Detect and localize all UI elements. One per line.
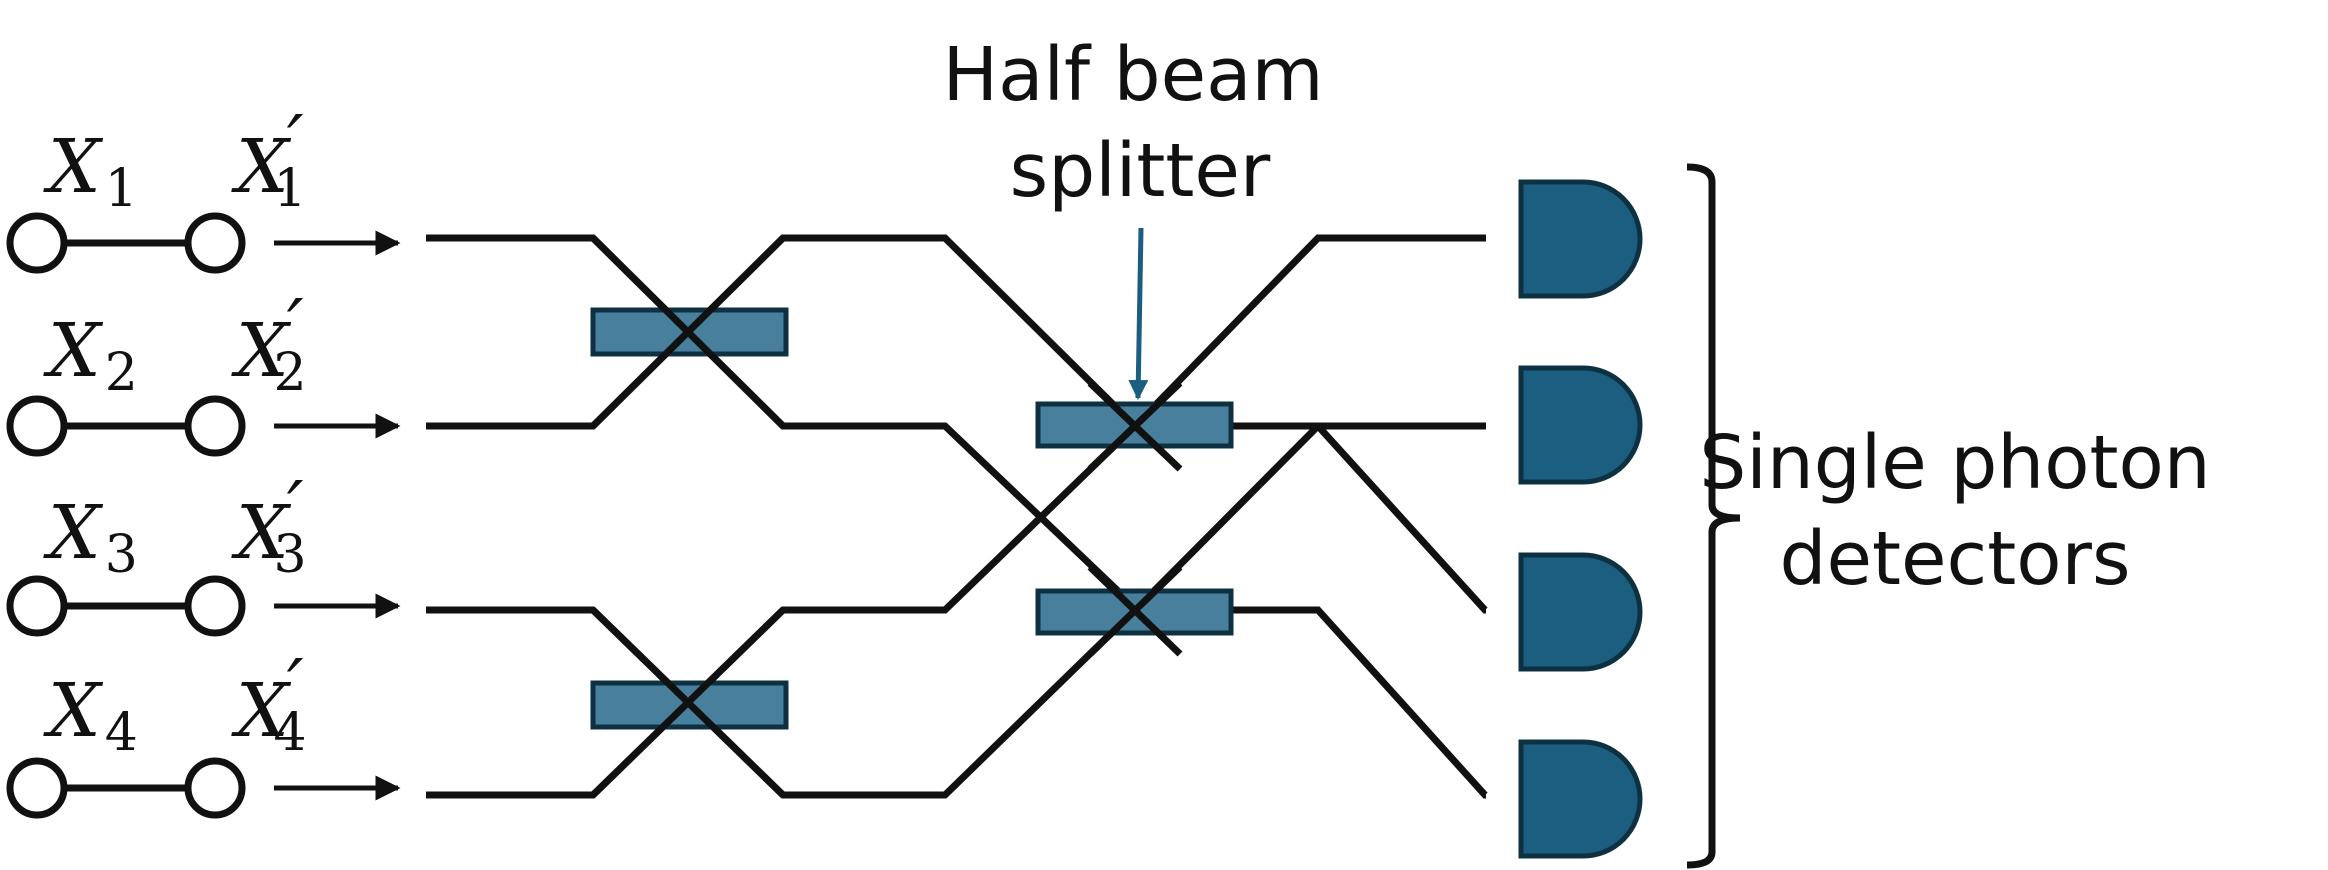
input-row-2: X2 X′2 <box>6 284 401 457</box>
crossing-line <box>590 607 786 798</box>
input-node <box>6 395 68 457</box>
beam-splitter-annotation: Half beam splitter <box>942 32 1324 400</box>
waveguide-path <box>426 422 1486 799</box>
detector <box>1518 739 1643 859</box>
detector-label-line1: Single photon <box>1699 420 2210 506</box>
input-label-x2: X2 <box>43 308 138 403</box>
input-label-x1: X1 <box>43 124 138 219</box>
detector <box>1518 552 1643 672</box>
beam-splitter <box>1035 401 1234 449</box>
input-node <box>6 757 68 819</box>
input-node-prime <box>184 575 246 637</box>
input-label-x2-prime: X′2 <box>231 284 307 403</box>
detector-annotation: Single photon detectors <box>1699 420 2210 602</box>
splitter-crossings <box>590 235 1183 798</box>
waveguide-network <box>426 234 1488 799</box>
detector <box>1518 179 1643 299</box>
input-label-x4-prime: X′4 <box>231 644 307 763</box>
input-node <box>6 575 68 637</box>
detector-group-brace <box>1686 163 1741 869</box>
input-row-1: X1 X′1 <box>6 100 401 274</box>
input-node-prime <box>184 395 246 457</box>
input-label-x4: X4 <box>43 668 138 763</box>
input-node <box>6 212 68 274</box>
input-node-prime <box>184 757 246 819</box>
crossing-line <box>590 235 786 429</box>
beam-splitter-label-line1: Half beam <box>942 32 1323 118</box>
beam-splitter-label-line2: splitter <box>1010 128 1271 214</box>
input-label-x3-prime: X′3 <box>231 466 307 585</box>
input-label-x3: X3 <box>43 490 138 585</box>
detector-label-line2: detectors <box>1780 516 2131 602</box>
input-row-4: X4 X′4 <box>6 644 401 819</box>
input-node-prime <box>184 212 246 274</box>
input-label-x1-prime: X′1 <box>231 100 307 219</box>
beam-splitters <box>590 307 1234 730</box>
crossing-line <box>1087 380 1183 472</box>
waveguide-path <box>426 234 1486 799</box>
waveguide-path <box>426 234 1488 799</box>
input-row-3: X3 X′3 <box>6 466 401 637</box>
detector <box>1518 365 1643 485</box>
crossing-line <box>1087 564 1183 657</box>
beam-splitter-pointer-arrow <box>1128 227 1149 400</box>
detectors <box>1518 179 1643 859</box>
beam-splitter <box>590 307 789 357</box>
